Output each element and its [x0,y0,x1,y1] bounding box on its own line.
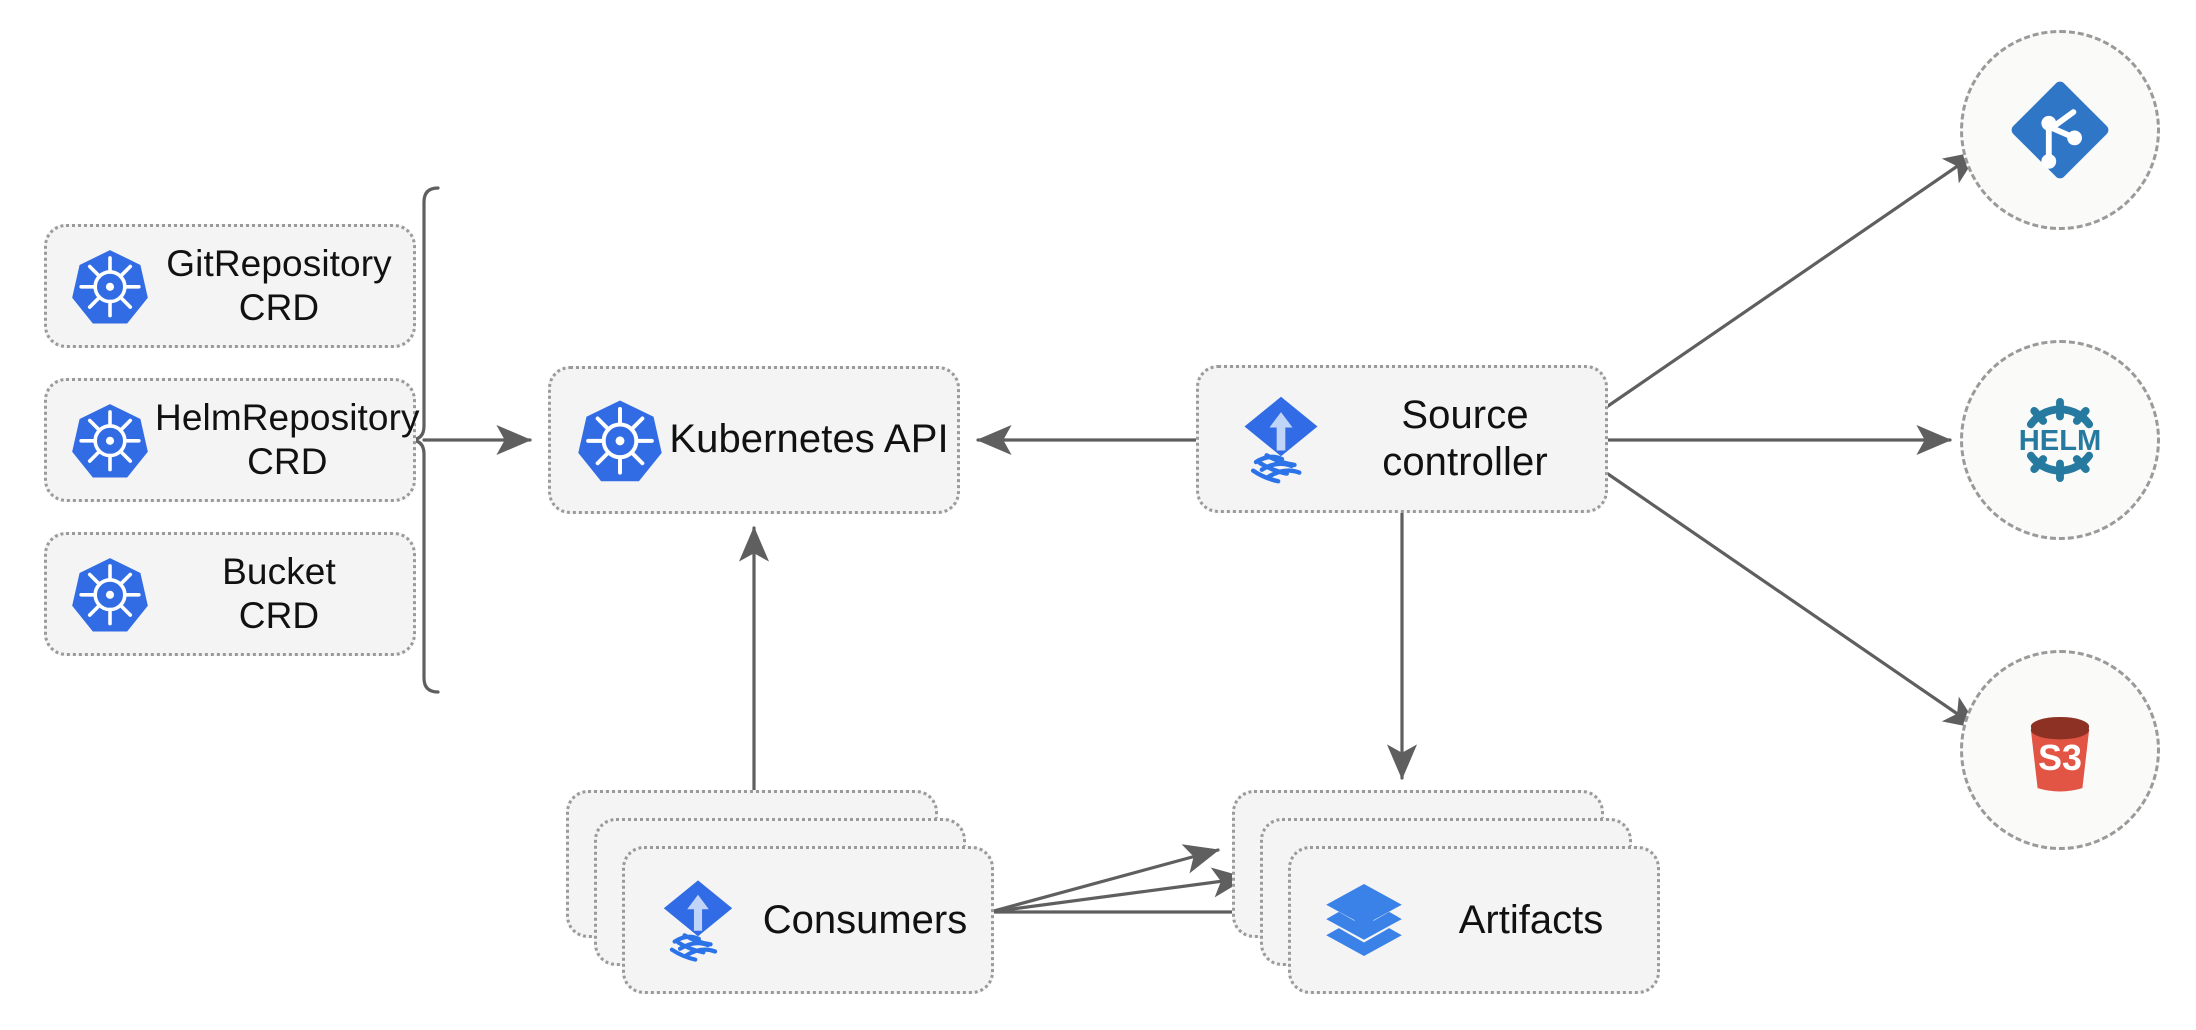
node-helmrepository-crd[interactable]: HelmRepository CRD [44,378,419,502]
flux-icon [1233,391,1329,487]
git-icon [2004,74,2116,186]
node-label: Bucket CRD [222,551,336,636]
node-label: Consumers [762,897,968,942]
s3-icon: S3 [2004,694,2116,806]
node-label: GitRepository CRD [166,243,392,328]
edge-source-controller-to-s3 [1606,472,1980,730]
helm-wordmark: HELM [2019,425,2101,457]
node-kubernetes-api[interactable]: Kubernetes API [548,366,960,514]
node-label: Artifacts [1458,897,1604,942]
node-bucket-crd[interactable]: Bucket CRD [44,532,416,656]
layers-icon [1319,875,1409,965]
edge-consumers-to-artifacts-2 [988,867,1248,914]
endpoint-s3[interactable]: S3 [1960,650,2160,850]
flux-icon [653,875,743,965]
kubernetes-icon [71,247,149,325]
kubernetes-icon [71,401,149,479]
edge-consumers-to-artifacts-1 [988,844,1220,914]
s3-wordmark: S3 [2038,738,2082,778]
kubernetes-icon [577,397,663,483]
stack-sheet-front[interactable]: Artifacts [1288,846,1660,994]
kubernetes-icon [71,555,149,633]
node-gitrepository-crd[interactable]: GitRepository CRD [44,224,416,348]
edge-source-controller-to-git [1606,150,1980,408]
node-source-controller[interactable]: Source controller [1196,365,1608,513]
endpoint-git[interactable] [1960,30,2160,230]
helm-icon: HELM [2004,384,2116,496]
node-label: Source controller [1382,392,1548,484]
endpoint-helm[interactable]: HELM [1960,340,2160,540]
node-label: Kubernetes API [669,417,949,462]
node-label: HelmRepository CRD [155,397,420,482]
stack-sheet-front[interactable]: Consumers [622,846,994,994]
